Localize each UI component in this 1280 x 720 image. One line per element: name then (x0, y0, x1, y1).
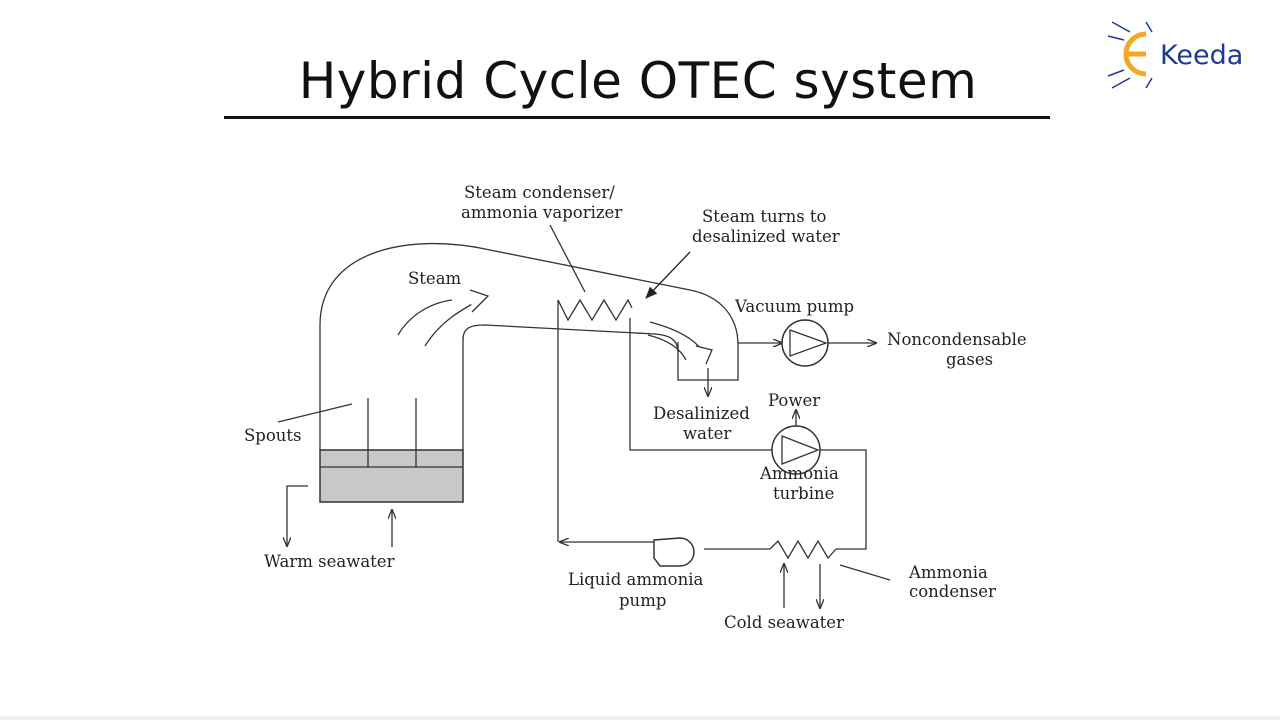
label-steam: Steam (408, 269, 462, 288)
bottom-strip (0, 716, 1280, 720)
label-steam-turns-1: Steam turns to (702, 207, 827, 226)
evaporator-tank (319, 449, 464, 503)
label-steam-condenser-2: ammonia vaporizer (461, 203, 622, 222)
condense-arrow-head (695, 345, 713, 365)
label-cold-seawater: Cold seawater (724, 613, 844, 632)
label-steam-turns-2: desalinized water (692, 227, 840, 246)
liquid-ammonia-pump-icon (653, 537, 695, 567)
warm-seawater-out (287, 485, 308, 546)
ekeeda-logo-icon (1107, 21, 1153, 89)
label-noncondensable-2: gases (946, 350, 993, 369)
label-liquid-ammonia-2: pump (619, 591, 666, 610)
label-power: Power (768, 391, 820, 410)
ammonia-vapor-line (629, 318, 772, 451)
label-liquid-ammonia-1: Liquid ammonia (568, 570, 703, 589)
slide-title: Hybrid Cycle OTEC system (298, 52, 978, 110)
ammonia-condenser-coil (769, 539, 837, 560)
steam-arrow-1 (397, 299, 453, 336)
turbine-triangle (781, 435, 820, 465)
logo-text: Keeda (1160, 40, 1244, 71)
label-spouts: Spouts (244, 426, 302, 445)
condenser-leader (549, 224, 586, 293)
label-warm-seawater: Warm seawater (264, 552, 395, 571)
ammonia-condenser-leader (839, 564, 891, 581)
chamber-outer-wall (319, 242, 739, 450)
label-steam-condenser-1: Steam condenser/ (464, 183, 615, 202)
steam-turns-arrow[interactable] (645, 251, 691, 299)
steam-arrow-head (469, 289, 490, 313)
title-underline (224, 116, 1050, 119)
label-ammonia-condenser-2: condenser (909, 582, 996, 601)
label-desalinized-1: Desalinized (653, 404, 750, 423)
spouts-leader (277, 403, 353, 423)
vacuum-pump-triangle (789, 329, 828, 357)
condense-arrow-2 (647, 334, 687, 361)
chamber-inner-wall (462, 324, 679, 450)
steam-condenser-coil (557, 298, 633, 322)
label-ammonia-condenser-1: Ammonia (908, 563, 988, 582)
label-ammonia-turbine-1: Ammonia (759, 464, 839, 483)
label-noncondensable-1: Noncondensable (887, 330, 1027, 349)
label-ammonia-turbine-2: turbine (773, 484, 834, 503)
label-desalinized-2: water (683, 424, 731, 443)
turbine-exhaust-line (820, 449, 867, 550)
label-vacuum-pump: Vacuum pump (734, 297, 854, 316)
